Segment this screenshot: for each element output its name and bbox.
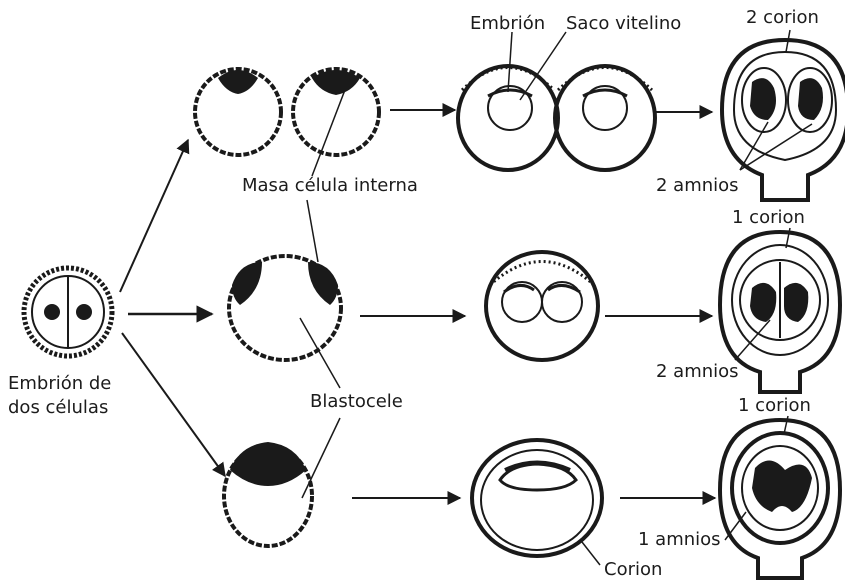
implanted-embryo-top-left [456,64,560,172]
label-chorion-1-mid: 1 corion [732,207,805,228]
label-chorion-2: 2 corion [746,7,819,28]
label-amnion-1: 1 amnios [638,529,721,550]
blastocyst-top-left [193,67,283,157]
leader-chorion [581,541,601,566]
implanted-embryo-mid [484,250,600,362]
label-chorion: Corion [604,559,663,580]
label-embryo: Embrión [470,13,546,34]
implanted-embryo-top-right [553,64,657,172]
blastocyst-mid [227,254,343,362]
leader-yolk-sac [519,31,567,101]
arrow-to-bot-row [121,332,226,478]
blastocyst-bot [222,442,314,548]
leader-chorion-1-mid [785,227,791,249]
leader-amnion-1 [724,511,747,541]
label-two-cell-line1: Embrión de [8,373,112,394]
leader-amnion-2-top-a [739,121,769,171]
label-two-cell-line2: dos células [8,397,109,418]
leader-amnion-2-mid [734,319,771,361]
label-blastocoel: Blastocele [310,391,403,412]
uterus-dichorionic [719,37,845,202]
label-yolk-sac: Saco vitelino [566,13,682,34]
leader-chorion-2 [785,29,791,53]
leader-embryo [507,31,513,93]
two-cell-embryo [21,265,115,359]
blastocyst-top-right [291,67,381,157]
leader-icm-b [306,199,319,263]
label-chorion-1-bot: 1 corion [738,395,811,416]
arrow-to-top-row [119,138,190,293]
uterus-monochorionic-monoamniotic [717,417,843,580]
leader-chorion-1-bot [783,415,789,435]
leader-blastocoel-a [299,317,341,389]
uterus-monochorionic-diamniotic [717,229,843,394]
leader-amnion-2-top-b [739,123,813,171]
label-amnion-2-mid: 2 amnios [656,361,739,382]
label-inner-cell-mass: Masa célula interna [242,175,418,196]
implanted-embryo-bot [470,438,604,558]
label-amnion-2-top: 2 amnios [656,175,739,196]
leader-blastocoel-b [301,417,341,499]
leader-icm-a [311,81,349,177]
